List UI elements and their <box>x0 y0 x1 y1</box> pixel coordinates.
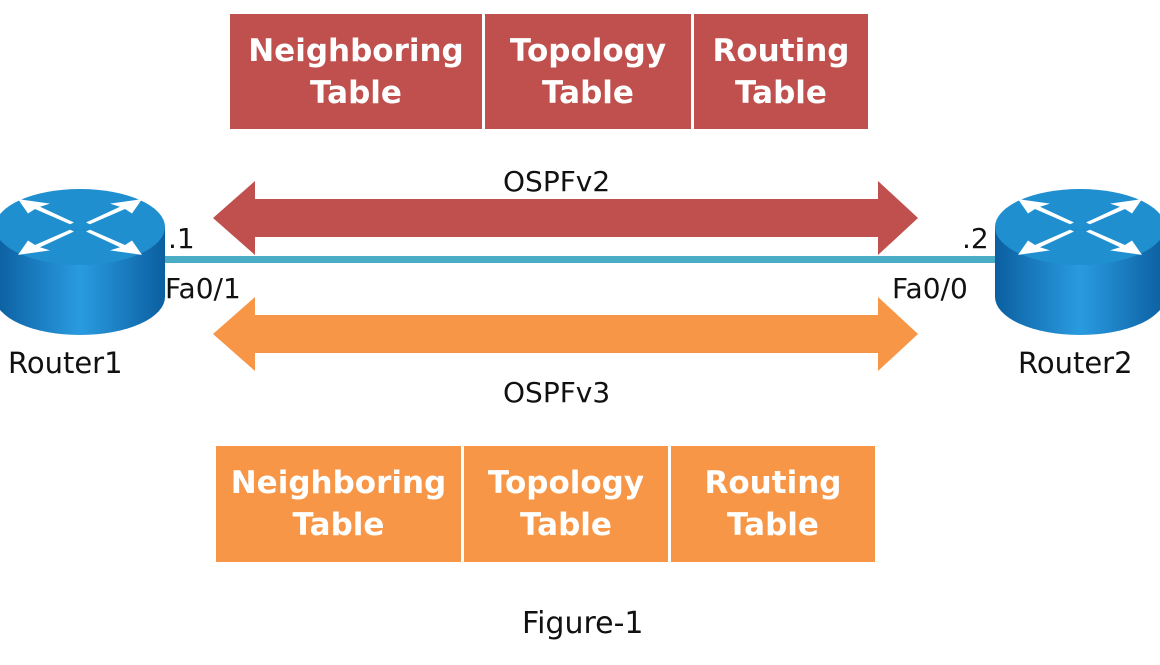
ospfv2-neighboring-line2: Table <box>310 74 402 111</box>
ospfv3-neighboring-table: Neighboring Table <box>216 446 461 562</box>
ospfv2-tables: Neighboring Table Topology Table Routing… <box>230 14 868 129</box>
router2-address: .2 <box>962 222 989 255</box>
ospfv3-tables: Neighboring Table Topology Table Routing… <box>216 446 875 562</box>
ospfv3-neighboring-line2: Table <box>292 507 385 543</box>
figure-caption: Figure-1 <box>522 606 644 641</box>
ospfv3-routing-line1: Routing <box>704 465 842 501</box>
router1-icon <box>0 189 165 335</box>
ospfv2-arrow <box>213 181 918 255</box>
ospfv2-routing-line1: Routing <box>712 32 850 69</box>
ospfv2-neighboring-line1: Neighboring <box>248 32 464 69</box>
router1-address: .1 <box>168 222 195 255</box>
ospfv3-arrow <box>213 297 918 371</box>
ospfv2-routing-line2: Table <box>735 74 827 111</box>
router2-name: Router2 <box>1018 346 1133 380</box>
ospfv2-label: OSPFv2 <box>503 165 611 198</box>
ospfv3-routing-table: Routing Table <box>668 446 875 562</box>
ospfv2-neighboring-table: Neighboring Table <box>230 14 482 129</box>
router2-interface: Fa0/0 <box>892 272 968 305</box>
ospfv2-topology-line2: Table <box>542 74 634 111</box>
ospfv3-topology-table: Topology Table <box>461 446 668 562</box>
ethernet-link <box>150 256 1020 263</box>
ospfv2-topology-line1: Topology <box>509 32 667 69</box>
ospfv2-routing-table: Routing Table <box>691 14 868 129</box>
router2-icon <box>995 189 1160 335</box>
ospfv3-topology-line1: Topology <box>487 465 645 501</box>
ospfv2-topology-table: Topology Table <box>482 14 691 129</box>
router1-name: Router1 <box>8 346 123 380</box>
ospfv3-neighboring-line1: Neighboring <box>230 465 447 501</box>
ospfv3-routing-line2: Table <box>727 507 819 543</box>
ospfv3-label: OSPFv3 <box>503 376 611 409</box>
ospfv3-topology-line2: Table <box>520 507 612 543</box>
router1-interface: Fa0/1 <box>165 272 241 305</box>
